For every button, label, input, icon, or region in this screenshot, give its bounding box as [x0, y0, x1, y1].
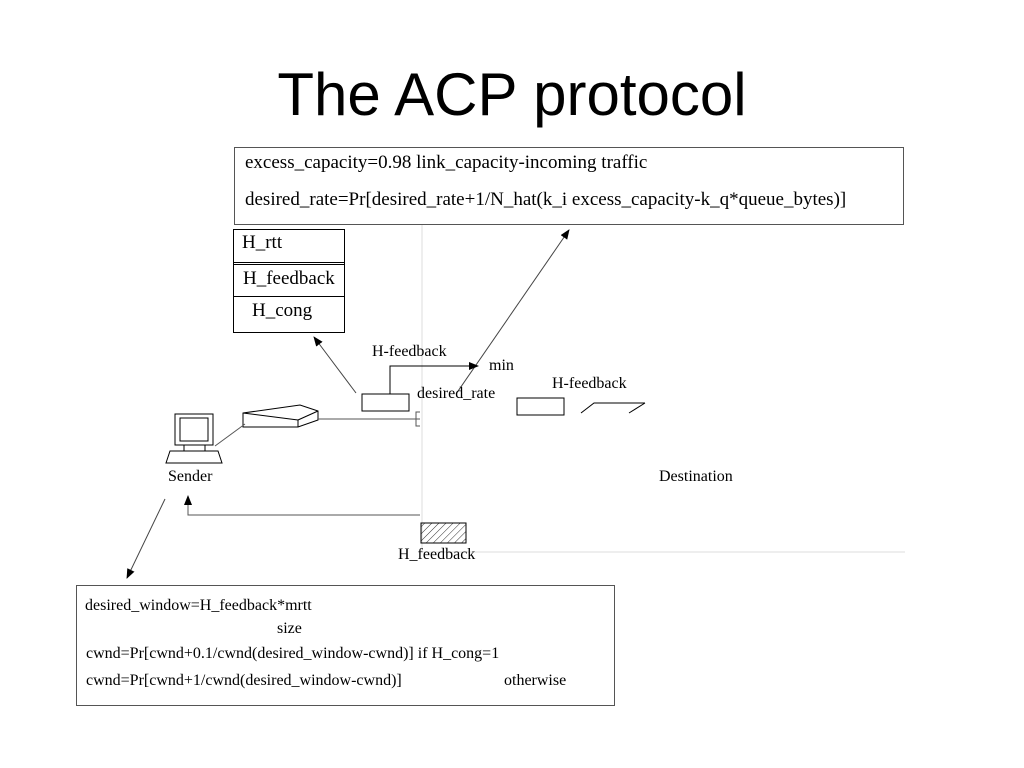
header-field-rtt: H_rtt — [234, 232, 344, 263]
h-feedback-label-right: H-feedback — [552, 375, 627, 392]
sender-computer-icon — [165, 413, 223, 464]
link-sender-router — [214, 423, 246, 447]
ack-packet — [420, 522, 467, 544]
header-stack: H_rtt H_feedback H_cong — [233, 229, 345, 333]
router-equation-box: excess_capacity=0.98 link_capacity-incom… — [234, 147, 904, 225]
router-icon — [242, 404, 319, 428]
desired-rate-label: desired_rate — [417, 385, 496, 402]
header-field-feedback: H_feedback — [234, 268, 344, 297]
min-arrow — [389, 362, 479, 394]
desired-window-denominator: size — [277, 620, 302, 637]
h-feedback-ack-label: H_feedback — [398, 546, 476, 563]
packet-forward-2 — [516, 397, 565, 416]
packet-forward — [361, 393, 410, 412]
packet-partial — [580, 402, 645, 414]
min-label: min — [489, 357, 514, 374]
arrow-to-header-stack — [313, 336, 357, 394]
header-field-cong: H_cong — [252, 300, 313, 321]
cwnd-otherwise-condition: otherwise — [504, 672, 567, 689]
ack-return-arrow — [184, 495, 420, 516]
arrow-to-sender-box — [126, 498, 166, 579]
desired-rate-equation: desired_rate=Pr[desired_rate+1/N_hat(k_i… — [245, 189, 847, 210]
destination-label: Destination — [659, 468, 733, 485]
cwnd-otherwise-equation: cwnd=Pr[cwnd+1/cwnd(desired_window-cwnd)… — [86, 672, 402, 689]
sender-label: Sender — [168, 468, 213, 485]
excess-capacity-equation: excess_capacity=0.98 link_capacity-incom… — [245, 152, 648, 173]
desired-window-equation: desired_window=H_feedback*mrtt — [85, 597, 312, 614]
cwnd-congested-equation: cwnd=Pr[cwnd+0.1/cwnd(desired_window-cwn… — [86, 645, 500, 662]
slide-title: The ACP protocol — [277, 61, 747, 128]
sender-equation-box: desired_window=H_feedback*mrtt size cwnd… — [76, 585, 615, 706]
link-stub — [415, 411, 420, 427]
h-feedback-label-top: H-feedback — [372, 343, 447, 360]
